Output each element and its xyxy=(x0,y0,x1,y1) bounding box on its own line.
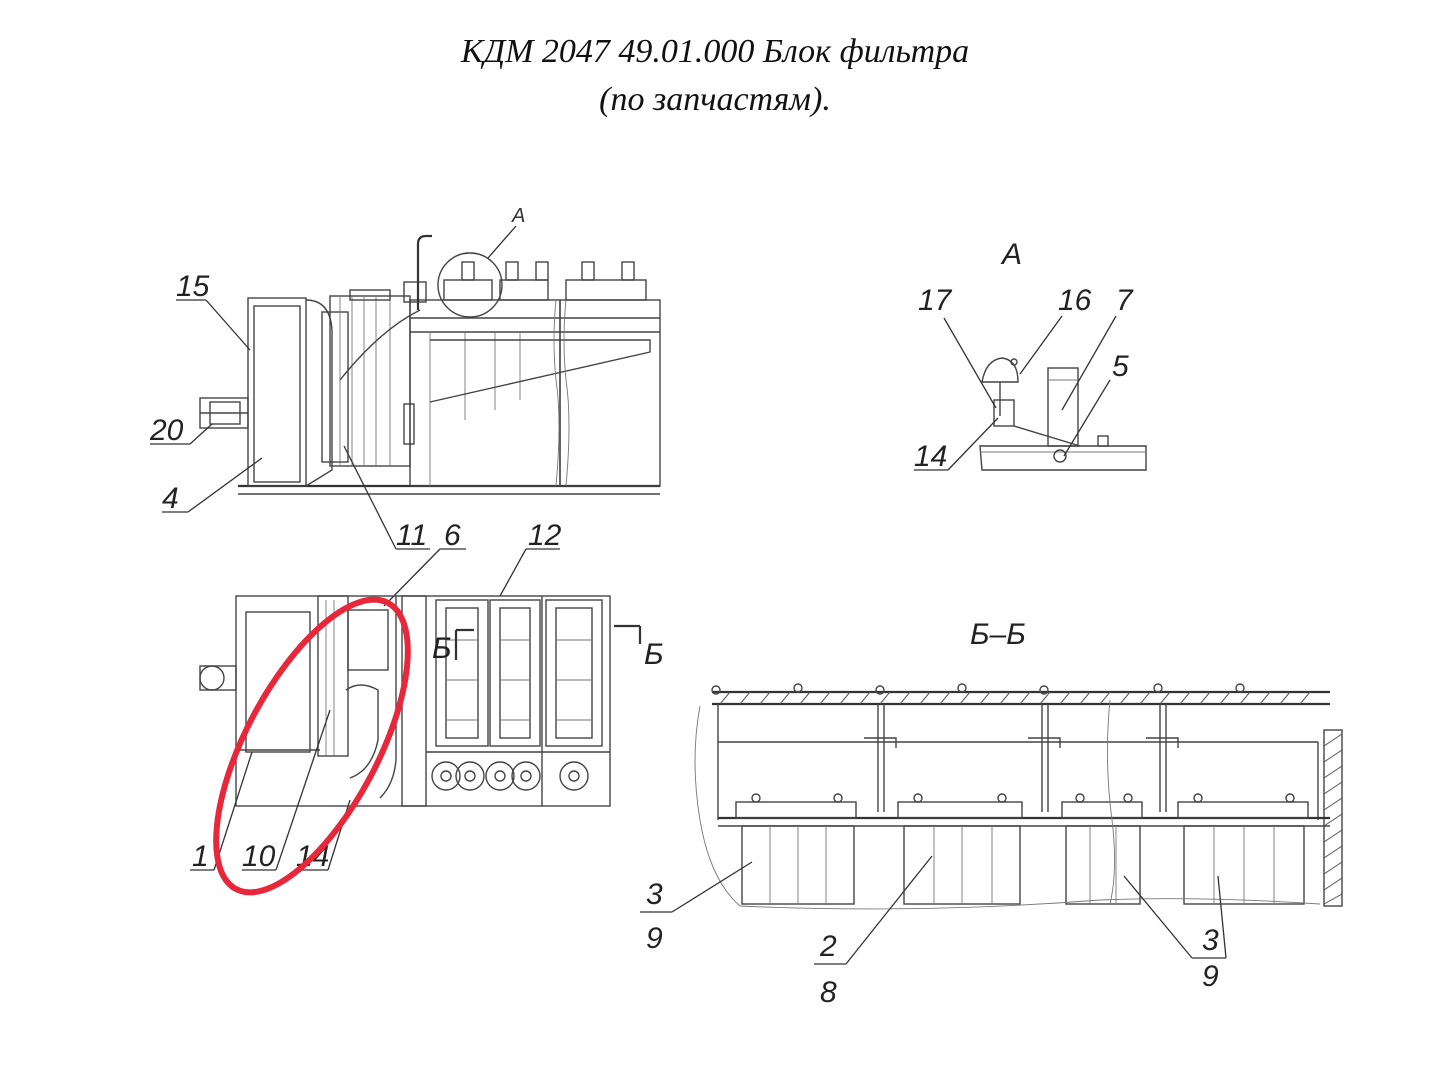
section-mark-left: Б xyxy=(432,632,452,665)
callout-16: 16 xyxy=(1058,284,1092,317)
detail-a-callouts: 17 16 7 5 14 xyxy=(914,284,1134,473)
top-valves xyxy=(443,261,647,301)
callout-9-left: 9 xyxy=(646,922,663,955)
side-view: А xyxy=(199,205,661,495)
callout-10: 10 xyxy=(242,840,276,873)
callout-4: 4 xyxy=(162,482,179,515)
callout-1: 1 xyxy=(192,840,209,873)
detail-a-title: А xyxy=(1000,238,1022,271)
callout-20: 20 xyxy=(149,414,184,447)
cartridge-bolts xyxy=(751,793,1295,803)
callout-7: 7 xyxy=(1116,284,1134,317)
section-title: Б–Б xyxy=(970,618,1026,651)
plan-view: Б Б xyxy=(199,595,664,807)
callout-17: 17 xyxy=(918,284,953,317)
callout-5: 5 xyxy=(1112,350,1129,383)
document-subtitle: (по запчастям). xyxy=(599,81,831,118)
callout-9-right: 9 xyxy=(1202,960,1219,993)
callout-6: 6 xyxy=(444,519,461,552)
callout-12: 12 xyxy=(528,519,562,552)
detail-a-reference: А xyxy=(511,205,525,227)
callout-11: 11 xyxy=(396,519,427,552)
detail-a-view: А xyxy=(979,238,1147,471)
document-title: КДМ 2047 49.01.000 Блок фильтра xyxy=(460,33,970,70)
callout-14-detail: 14 xyxy=(914,440,947,473)
section-mark-right: Б xyxy=(644,638,664,671)
callout-15: 15 xyxy=(176,270,210,303)
callout-3-left: 3 xyxy=(646,878,663,911)
side-view-callouts: 15 20 4 11 6 12 xyxy=(149,270,562,607)
highlight-ellipse xyxy=(213,596,411,896)
deck-bolts xyxy=(711,683,1245,695)
callout-2: 2 xyxy=(819,930,837,963)
filter-cartridges xyxy=(735,801,1309,905)
detail-a-circle xyxy=(437,252,503,318)
section-view: Б–Б xyxy=(694,618,1343,910)
callout-3-right: 3 xyxy=(1202,924,1219,957)
plan-view-callouts: 1 10 14 xyxy=(190,709,351,873)
section-callouts: 3 9 2 8 3 9 xyxy=(640,855,1227,1009)
callout-8: 8 xyxy=(820,976,837,1009)
